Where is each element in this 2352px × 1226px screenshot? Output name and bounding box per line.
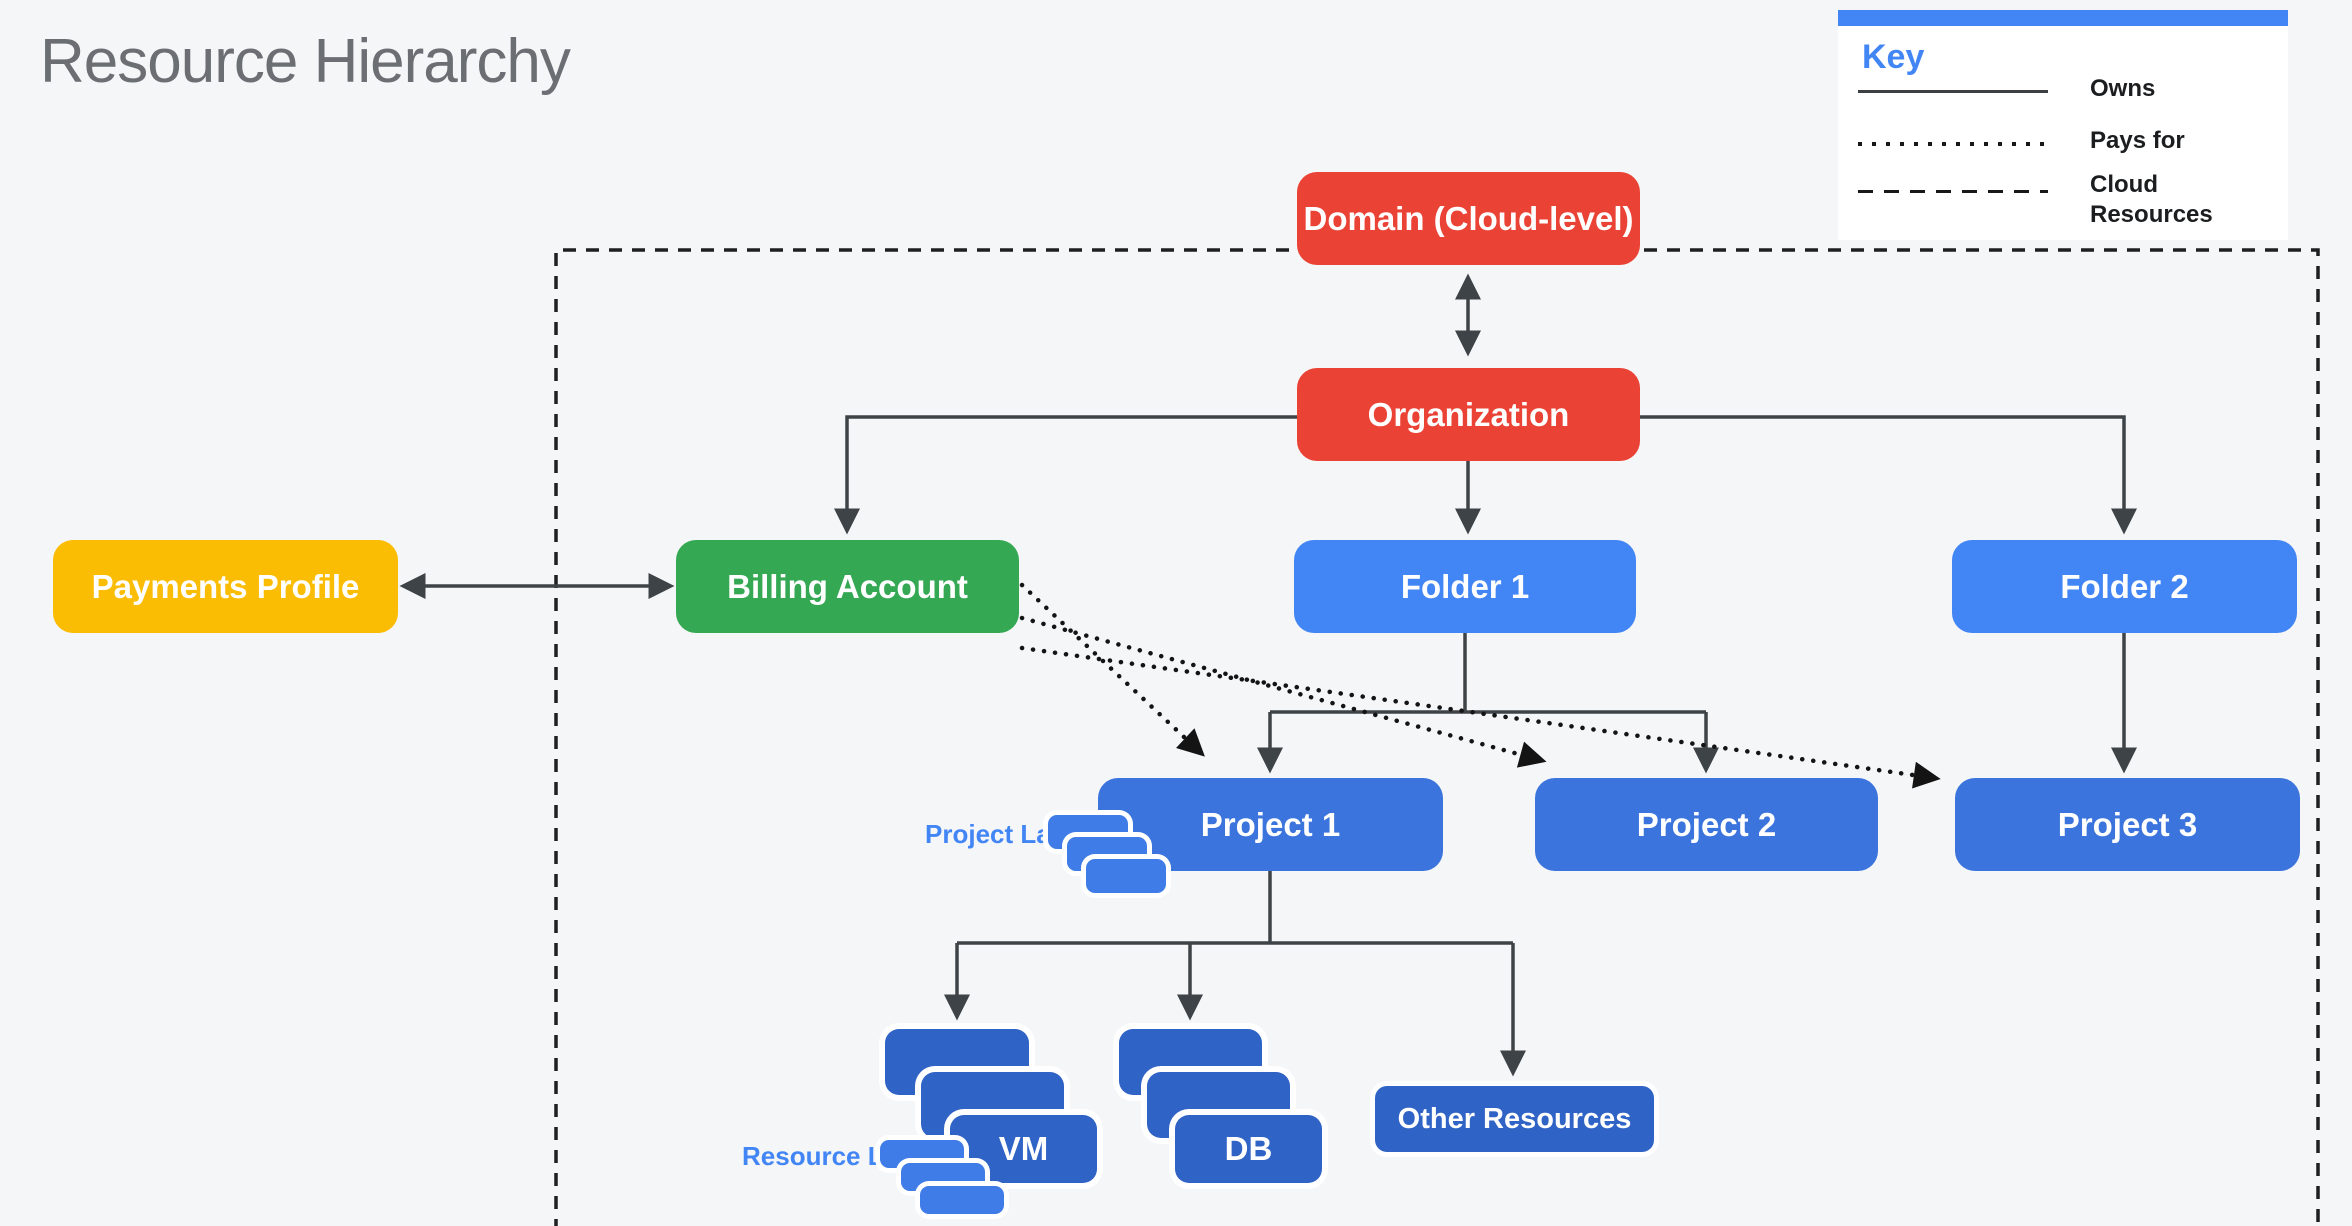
key-sample-solid-line — [1858, 90, 2048, 93]
key-legend-header-bar — [1838, 10, 2288, 26]
key-label-owns: Owns — [2090, 75, 2156, 102]
node-folder-1: Folder 1 — [1294, 540, 1636, 633]
key-legend: Key Owns Pays for Cloud Resources — [1838, 10, 2288, 240]
node-payments-profile: Payments Profile — [53, 540, 398, 633]
resource-label-chip — [920, 1186, 1004, 1214]
node-domain: Domain (Cloud-level) — [1297, 172, 1640, 265]
key-label-cloud-resources: Cloud Resources — [2090, 171, 2213, 228]
owns-branch-folder1 — [1270, 633, 1706, 714]
owns-branch-project1 — [957, 871, 1513, 945]
node-folder-2: Folder 2 — [1952, 540, 2297, 633]
paysfor-connector-billing-project1 — [1019, 582, 1205, 757]
key-sample-dashed-line — [1858, 190, 2048, 193]
project-label-chip — [1086, 859, 1166, 893]
key-sample-dotted-line — [1858, 142, 2048, 146]
owns-connector-organization-billing — [834, 415, 1297, 535]
node-project-1: Project 1 — [1098, 778, 1443, 871]
node-project-2: Project 2 — [1535, 778, 1878, 871]
page-title: Resource Hierarchy — [40, 27, 571, 96]
key-label-pays-for: Pays for — [2090, 127, 2185, 154]
owns-connector-organization-folder2 — [1640, 415, 2137, 535]
node-organization: Organization — [1297, 368, 1640, 461]
vm-card-front: VM — [950, 1115, 1097, 1183]
node-billing-account: Billing Account — [676, 540, 1019, 633]
key-legend-title: Key — [1862, 38, 1925, 76]
db-card-front: DB — [1175, 1115, 1322, 1183]
node-other-resources: Other Resources — [1375, 1086, 1654, 1152]
paysfor-connector-billing-project3 — [1019, 645, 1941, 789]
node-project-3: Project 3 — [1955, 778, 2300, 871]
paysfor-connector-billing-project2 — [1019, 615, 1547, 768]
